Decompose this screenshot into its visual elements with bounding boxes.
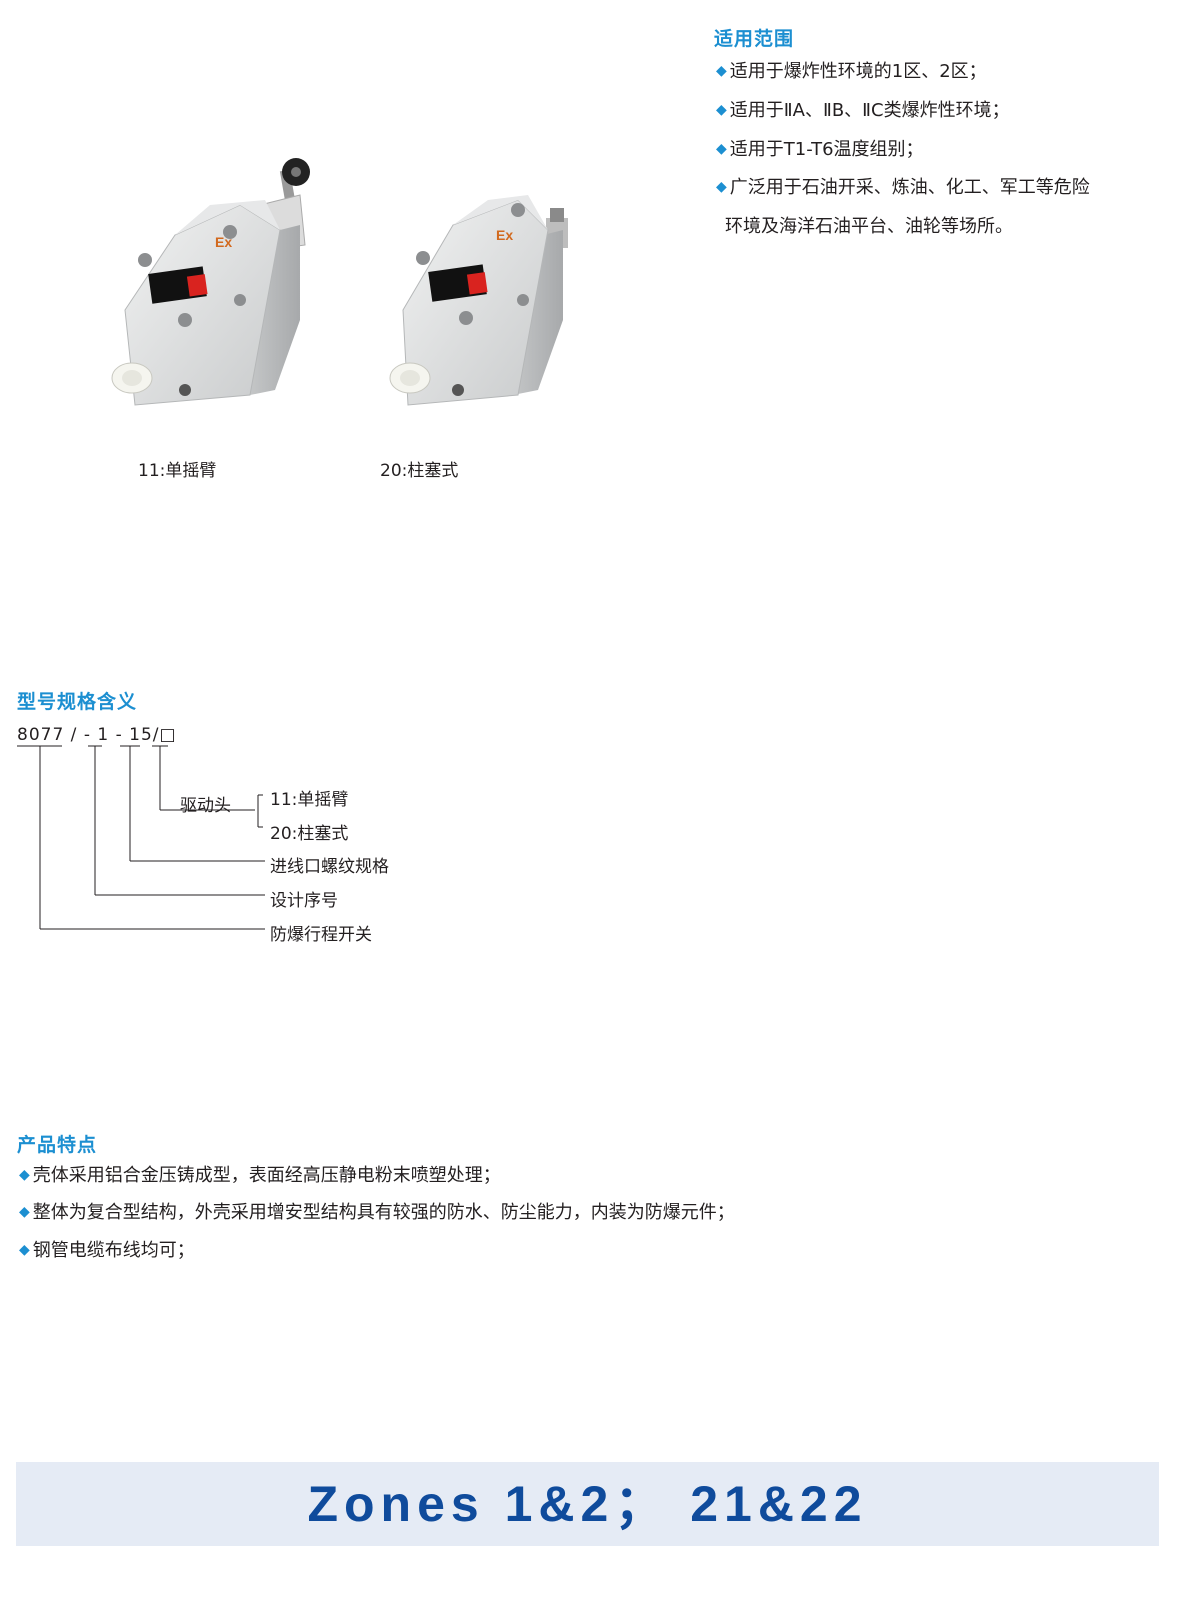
model-heading: 型号规格含义 xyxy=(17,691,138,713)
features-heading: 产品特点 xyxy=(17,1134,98,1156)
diamond-bullet-icon: ◆ xyxy=(19,1242,30,1258)
model-diagram-lines xyxy=(17,745,265,930)
diamond-bullet-icon: ◆ xyxy=(716,179,727,195)
diamond-bullet-icon: ◆ xyxy=(19,1167,30,1183)
scope-heading: 适用范围 xyxy=(714,28,795,50)
diamond-bullet-icon: ◆ xyxy=(716,63,727,79)
model-code: 8077 / - 1 - 15/□ xyxy=(17,725,177,745)
diamond-bullet-icon: ◆ xyxy=(716,141,727,157)
actuator-option-lever: 11:单摇臂 xyxy=(270,790,349,810)
code-dash: - xyxy=(115,725,123,745)
plunger-caption: 20:柱塞式 xyxy=(380,461,459,481)
scope-item: ◆适用于T1-T6温度组别； xyxy=(716,139,924,160)
code-dash: - xyxy=(83,725,91,745)
code-actuator-box: □ xyxy=(159,725,177,745)
scope-item: ◆广泛用于石油开采、炼油、化工、军工等危险 xyxy=(716,177,1090,198)
zones-footer-text: Zones 1&2； 21&22 xyxy=(307,1476,868,1532)
design-number-label: 设计序号 xyxy=(270,891,338,911)
lever-arm-switch-image: Ex xyxy=(100,150,350,420)
scope-item: ◆适用于爆炸性环境的1区、2区； xyxy=(716,61,987,82)
feature-item: ◆壳体采用铝合金压铸成型，表面经高压静电粉末喷塑处理； xyxy=(19,1165,501,1186)
scope-item-continuation: 环境及海洋石油平台、油轮等场所。 xyxy=(725,216,1013,237)
code-thread: 15/ xyxy=(129,725,160,745)
svg-text:Ex: Ex xyxy=(496,227,513,243)
feature-item: ◆整体为复合型结构，外壳采用增安型结构具有较强的防水、防尘能力，内装为防爆元件； xyxy=(19,1202,735,1223)
zones-footer-band: Zones 1&2； 21&22 xyxy=(16,1462,1159,1546)
code-series: 8077 xyxy=(17,725,65,745)
code-design: 1 xyxy=(97,725,110,745)
product-name-label: 防爆行程开关 xyxy=(270,925,372,945)
plunger-switch-image: Ex xyxy=(378,180,608,420)
feature-item: ◆钢管电缆布线均可； xyxy=(19,1240,195,1261)
actuator-label: 驱动头 xyxy=(180,796,231,816)
actuator-option-plunger: 20:柱塞式 xyxy=(270,824,349,844)
scope-item: ◆适用于ⅡA、ⅡB、ⅡC类爆炸性环境； xyxy=(716,100,1010,121)
lever-arm-caption: 11:单摇臂 xyxy=(138,461,217,481)
thread-spec-label: 进线口螺纹规格 xyxy=(270,857,389,877)
diamond-bullet-icon: ◆ xyxy=(716,102,727,118)
code-slash: / xyxy=(70,725,78,745)
diamond-bullet-icon: ◆ xyxy=(19,1204,30,1220)
